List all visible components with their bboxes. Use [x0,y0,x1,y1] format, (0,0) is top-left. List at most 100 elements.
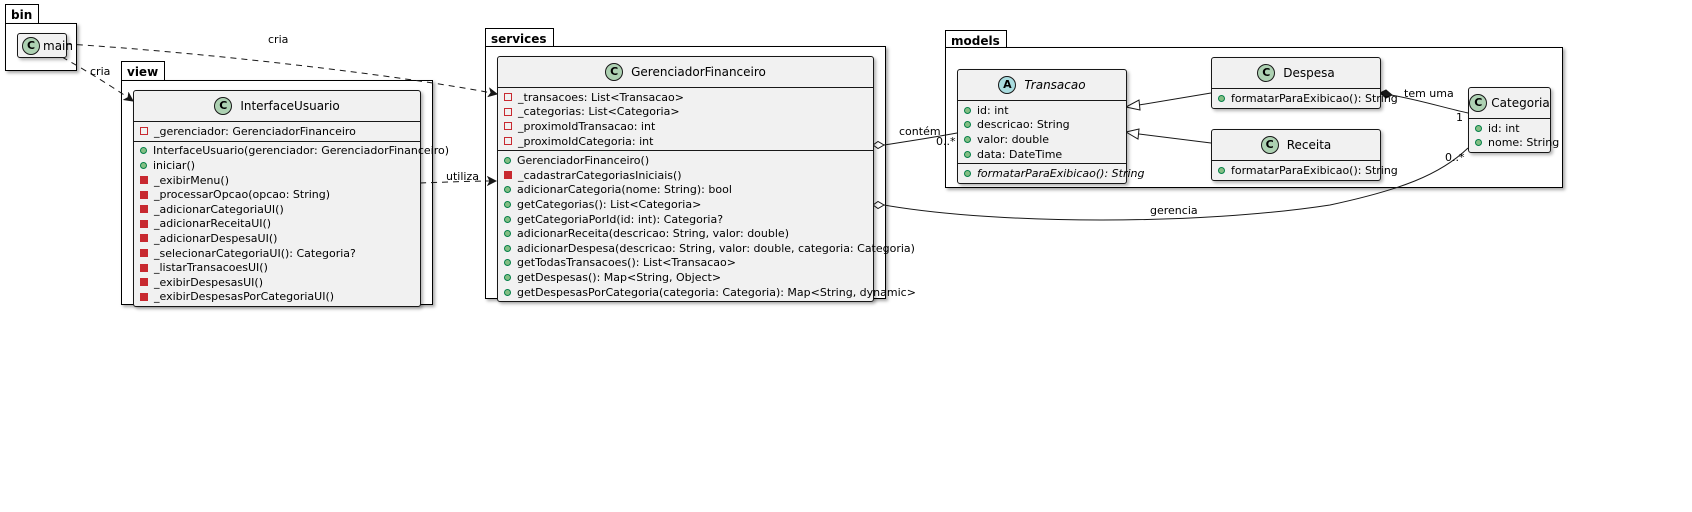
method-row: _adicionarReceitaUI() [134,217,420,232]
public-method-icon [1218,166,1225,174]
field-text: data: DateTime [977,147,1063,161]
method-text: _adicionarCategoriaUI() [154,202,284,216]
private-method-icon [140,234,148,243]
method-row: adicionarDespesa(descricao: String, valo… [498,241,915,256]
field-text: _gerenciador: GerenciadorFinanceiro [154,124,356,138]
public-method-icon [504,230,511,238]
class-name: Transacao [1024,78,1086,92]
method-row: getDespesasPorCategoria(categoria: Categ… [498,285,916,300]
private-method-icon [504,171,512,180]
public-method-icon [504,244,511,252]
private-method-icon [140,292,148,301]
public-method-icon [140,161,147,169]
method-text: GerenciadorFinanceiro() [517,154,650,168]
method-row: _exibirDespesasUI() [134,275,420,290]
class-header: A Transacao [958,70,1126,101]
class-name: InterfaceUsuario [240,99,340,113]
public-method-icon [1218,94,1225,102]
field-row: _proximoIdTransacao: int [498,119,873,134]
public-field-icon [964,150,971,158]
public-method-icon [504,288,511,296]
method-row: _exibirMenu() [134,173,420,188]
method-text: _listarTransacoesUI() [154,261,268,275]
composition-diamond-tem-uma [1379,89,1393,99]
label-gerencia-multiplicity: 0..* [1445,151,1465,164]
method-row: adicionarCategoria(nome: String): bool [498,183,873,198]
method-row: InterfaceUsuario(gerenciador: Gerenciado… [134,144,449,159]
method-text: getCategorias(): List<Categoria> [517,197,702,211]
edge-despesa-inherits [1138,92,1212,106]
class-despesa[interactable]: C Despesa formatarParaExibicao(): String [1211,57,1398,109]
method-text: _exibirDespesasUI() [154,275,264,289]
method-row: _processarOpcao(opcao: String) [134,187,420,202]
label-contem: contém [899,125,941,138]
field-text: valor: double [977,132,1050,146]
field-text: _proximoIdCategoria: int [518,134,654,148]
method-row: formatarParaExibicao(): String [1212,163,1398,178]
class-transacao[interactable]: A Transacao id: int descricao: String va… [957,69,1144,184]
class-name: GerenciadorFinanceiro [631,65,766,79]
label-gerencia: gerencia [1150,204,1198,217]
method-row: _exibirDespesasPorCategoriaUI() [134,290,420,305]
class-methods: formatarParaExibicao(): String [1212,89,1398,108]
field-row: _transacoes: List<Transacao> [498,90,873,105]
public-method-icon [964,170,971,178]
private-field-icon [140,127,148,136]
package-services-label: services [485,28,554,48]
class-name: Receita [1286,138,1332,152]
method-row: GerenciadorFinanceiro() [498,153,873,168]
field-text: descricao: String [977,118,1070,132]
class-header: C Receita [1212,130,1380,161]
public-method-icon [504,200,511,208]
class-categoria[interactable]: C Categoria id: int nome: String [1468,87,1559,154]
private-method-icon [140,190,148,199]
edge-main-cria-gerenciador [65,43,497,94]
private-method-icon [140,176,148,185]
method-text: iniciar() [153,158,196,172]
class-fields: id: int descricao: String valor: double … [958,101,1126,163]
public-method-icon [504,157,511,165]
class-name: Categoria [1491,96,1550,110]
label-tem-uma-multiplicity: 1 [1456,111,1463,124]
field-row: descricao: String [958,118,1126,133]
method-text: getTodasTransacoes(): List<Transacao> [517,256,736,270]
method-row: formatarParaExibicao(): String [958,166,1144,181]
field-row: _gerenciador: GerenciadorFinanceiro [134,124,420,139]
class-main[interactable]: C main [17,33,73,58]
label-main-cria-interface: cria [90,65,111,78]
public-method-icon [504,273,511,281]
edge-contem [883,132,958,146]
method-row: _selecionarCategoriaUI(): Categoria? [134,246,420,261]
method-text: _processarOpcao(opcao: String) [154,188,331,202]
method-row: getTodasTransacoes(): List<Transacao> [498,256,873,271]
private-method-icon [140,278,148,287]
method-text: _exibirMenu() [154,173,229,187]
class-receita[interactable]: C Receita formatarParaExibicao(): String [1211,129,1398,181]
class-fields: id: int nome: String [1469,119,1559,152]
class-name: Despesa [1283,66,1335,80]
public-method-icon [504,259,511,267]
private-field-icon [504,107,512,116]
class-interface-usuario[interactable]: C InterfaceUsuario _gerenciador: Gerenci… [133,90,449,308]
method-row: formatarParaExibicao(): String [1212,91,1398,106]
public-field-icon [964,106,971,114]
class-fields: _gerenciador: GerenciadorFinanceiro [134,122,420,141]
class-badge-icon: C [1260,136,1279,154]
method-row: _cadastrarCategoriasIniciais() [498,168,873,183]
method-row: getCategoriaPorId(id: int): Categoria? [498,212,873,227]
private-field-icon [504,93,512,102]
method-text: adicionarDespesa(descricao: String, valo… [517,241,915,255]
method-row: iniciar() [134,158,420,173]
method-text: getDespesas(): Map<String, Object> [517,270,722,284]
field-row: nome: String [1469,136,1559,151]
method-text: _exibirDespesasPorCategoriaUI() [154,290,335,304]
public-field-icon [964,121,971,129]
public-method-icon [504,215,511,223]
class-gerenciador-financeiro[interactable]: C GerenciadorFinanceiro _transacoes: Lis… [497,56,916,303]
method-row: _listarTransacoesUI() [134,260,420,275]
inheritance-triangle-receita [1124,128,1140,140]
method-text: formatarParaExibicao(): String [977,167,1145,181]
class-methods: GerenciadorFinanceiro() _cadastrarCatego… [498,150,916,301]
method-row: _adicionarDespesaUI() [134,231,420,246]
